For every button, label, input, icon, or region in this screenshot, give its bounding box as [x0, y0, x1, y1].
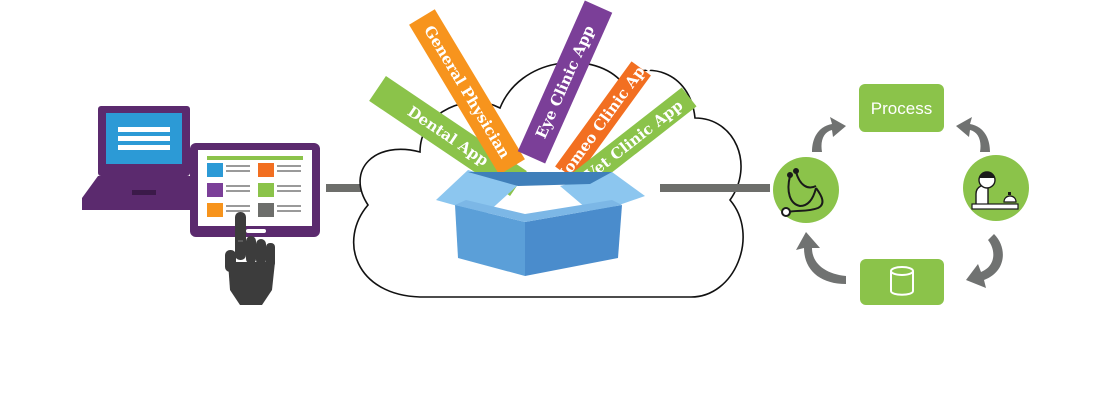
app-banner-bar	[409, 9, 525, 175]
app-banner-bar	[369, 76, 527, 196]
hand-pointer-icon	[225, 212, 275, 305]
open-box-icon	[436, 170, 645, 276]
receptionist-icon	[971, 171, 1019, 210]
stethoscope-icon	[781, 168, 824, 217]
receptionist-node	[963, 155, 1029, 221]
connector-right	[660, 184, 770, 192]
process-box	[859, 84, 944, 132]
database-icon	[890, 266, 914, 296]
devices-group	[82, 106, 320, 305]
laptop-icon	[82, 106, 210, 210]
app-banner-bar	[517, 0, 613, 164]
cycle-group: Process	[773, 84, 1029, 305]
app-banner-bar	[571, 87, 697, 193]
database-node	[860, 259, 944, 305]
process-label: Process	[871, 99, 932, 118]
curved-arrow-icon	[796, 117, 1003, 288]
tablet-icon	[190, 143, 320, 237]
stethoscope-node	[773, 157, 839, 223]
app-banner-bar	[555, 61, 651, 181]
